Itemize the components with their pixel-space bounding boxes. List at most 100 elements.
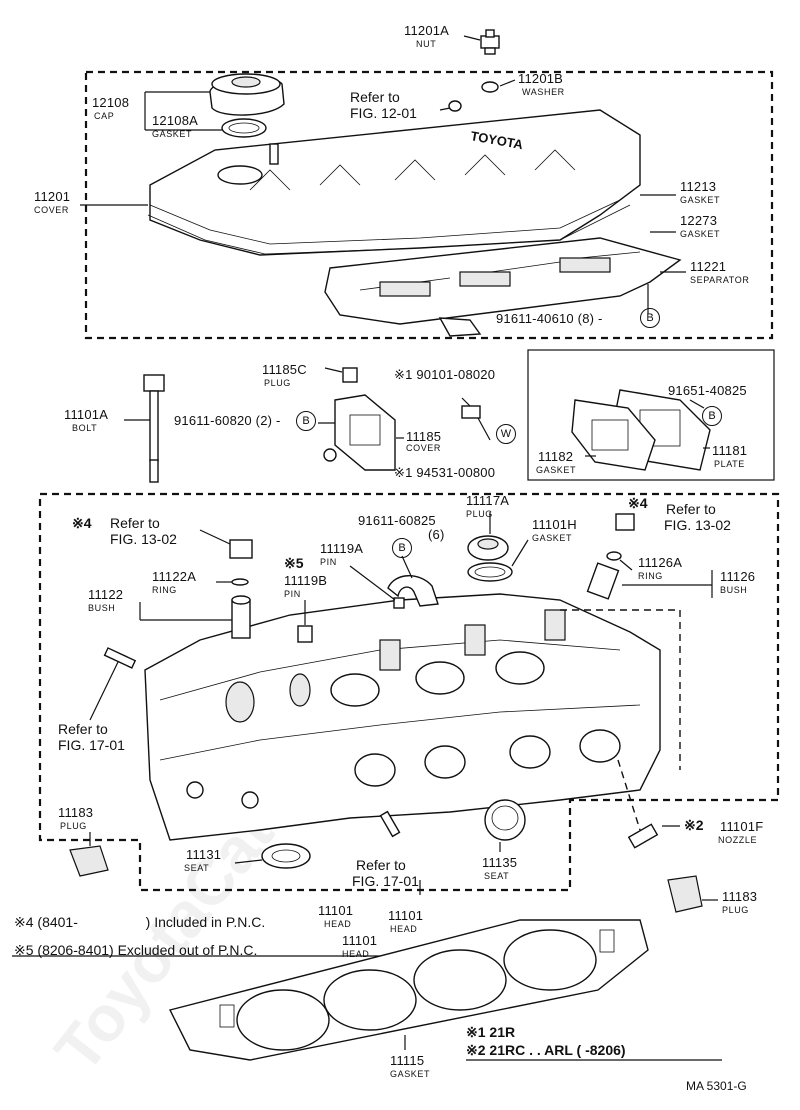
part-name: NOZZLE xyxy=(718,835,758,845)
part-code: 11185C xyxy=(262,362,307,377)
refer-fig: FIG. 13-02 xyxy=(110,531,177,547)
refer-text: Refer to xyxy=(356,857,406,873)
refer-fig: FIG. 12-01 xyxy=(350,105,417,121)
refer-fig: FIG. 13-02 xyxy=(664,517,731,533)
part-code: 12108A xyxy=(152,113,199,128)
washer-icon xyxy=(481,81,499,93)
part-name: PLUG xyxy=(60,821,87,831)
ring-11126a-icon xyxy=(606,551,622,561)
part-name: GASKET xyxy=(390,1069,431,1079)
legend-2: ※2 21RC . . ARL ( -8206) xyxy=(466,1042,626,1058)
refer-fig: FIG. 17-01 xyxy=(58,737,125,753)
mark-5: ※5 xyxy=(284,555,304,571)
refer-text: Refer to xyxy=(350,89,400,105)
part-name: BUSH xyxy=(88,603,116,613)
mark-4: ※4 xyxy=(628,495,648,511)
cover-11185-icon xyxy=(323,394,396,471)
part-code: 12273 xyxy=(680,213,718,228)
part-name: CAP xyxy=(94,111,115,121)
symbol-b: B xyxy=(702,406,722,426)
part-name: SEAT xyxy=(184,863,210,873)
figure-code: MA 5301-G xyxy=(686,1079,747,1093)
symbol-w: W xyxy=(496,424,516,444)
part-name: SEAT xyxy=(484,871,510,881)
part-name: PLUG xyxy=(722,905,749,915)
part-name: SEPARATOR xyxy=(690,275,750,285)
nozzle-icon xyxy=(627,823,659,849)
part-code: 11119B xyxy=(284,573,328,588)
part-name: PIN xyxy=(284,589,301,599)
part-code: 11183 xyxy=(722,889,758,904)
bolt-spec: 91611-40610 (8) - xyxy=(496,311,603,326)
part-name: NUT xyxy=(416,39,437,49)
bracket-icon xyxy=(387,575,439,607)
refer-text: Refer to xyxy=(110,515,160,531)
part-code: 11221 xyxy=(690,259,727,274)
cover-group-box xyxy=(84,70,774,340)
part-name: PIN xyxy=(320,557,337,567)
nut-icon xyxy=(480,29,500,55)
note-excluded: ※5 (8206-8401) Excluded out of P.N.C. xyxy=(14,942,258,958)
part-code: 11126A xyxy=(638,555,683,570)
cylinder-head-icon xyxy=(144,593,661,841)
part-name: RING xyxy=(638,571,663,581)
symbol-b: B xyxy=(640,308,660,328)
bush-11126-icon xyxy=(586,562,620,600)
part-name: COVER xyxy=(406,443,442,453)
part-spec: ※1 94531-00800 xyxy=(394,465,496,480)
refer-text: Refer to xyxy=(666,501,716,517)
part-code: 11126 xyxy=(720,569,756,584)
refer-text: Refer to xyxy=(58,721,108,737)
part-name: PLUG xyxy=(264,378,291,388)
part-name: GASKET xyxy=(680,229,721,239)
bolt-qty: (6) xyxy=(428,527,445,542)
part-code: 11101F xyxy=(720,819,764,834)
part-name: GASKET xyxy=(152,129,193,139)
part-spec: 91651-40825 xyxy=(668,383,747,398)
part-spec: ※1 90101-08020 xyxy=(394,367,496,382)
pin-11119b-icon xyxy=(297,625,313,643)
gasket-11101h-icon xyxy=(467,562,513,582)
part-code: 11122A xyxy=(152,569,197,584)
bolt-spec: 91611-60820 (2) - xyxy=(174,413,281,428)
bolt-spec: 91611-60825 xyxy=(358,513,436,528)
part-name: PLATE xyxy=(714,459,745,469)
part-code: 11182 xyxy=(538,449,574,464)
head-gasket-icon xyxy=(168,919,649,1061)
part-code: 11183 xyxy=(58,805,94,820)
part-code: 12108 xyxy=(92,95,130,110)
part-name: RING xyxy=(152,585,177,595)
nut-left-icon xyxy=(229,539,253,559)
mark-2: ※2 xyxy=(684,817,704,833)
bolt-90101-icon xyxy=(461,405,481,419)
note-excluded-code: 11101 xyxy=(342,933,378,948)
symbol-b: B xyxy=(296,411,316,431)
cap-icon xyxy=(209,73,285,116)
part-code: 11119A xyxy=(320,541,364,556)
bush-11122-icon xyxy=(231,599,251,639)
stud-bottom-icon xyxy=(379,810,401,838)
part-code: 11181 xyxy=(712,443,748,458)
plug-11183-right-icon xyxy=(667,875,703,913)
nut-right-icon xyxy=(615,513,635,531)
refer-fig: FIG. 17-01 xyxy=(352,873,419,889)
part-name: WASHER xyxy=(522,87,565,97)
ring-11122a-icon xyxy=(231,578,249,586)
mark-4: ※4 xyxy=(72,515,92,531)
part-name: HEAD xyxy=(390,924,418,934)
legend-1: ※1 21R xyxy=(466,1024,516,1040)
part-code: 11201 xyxy=(34,189,71,204)
part-code: 11101A xyxy=(64,407,109,422)
part-code: 11131 xyxy=(186,847,222,862)
cap-gasket-icon xyxy=(221,118,267,138)
note-included-text: ) Included in P.N.C. xyxy=(145,914,266,930)
head-group-box xyxy=(38,492,780,892)
note-included: ※4 (8401- ) Included in P.N.C. xyxy=(14,914,265,931)
part-code: 11135 xyxy=(482,855,518,870)
part-code: 11101H xyxy=(532,517,577,532)
part-code: 11185 xyxy=(406,429,442,444)
note-included-code: 11101 xyxy=(318,903,354,918)
part-code: 11117A xyxy=(466,493,510,508)
seat-11131-icon xyxy=(261,843,311,869)
